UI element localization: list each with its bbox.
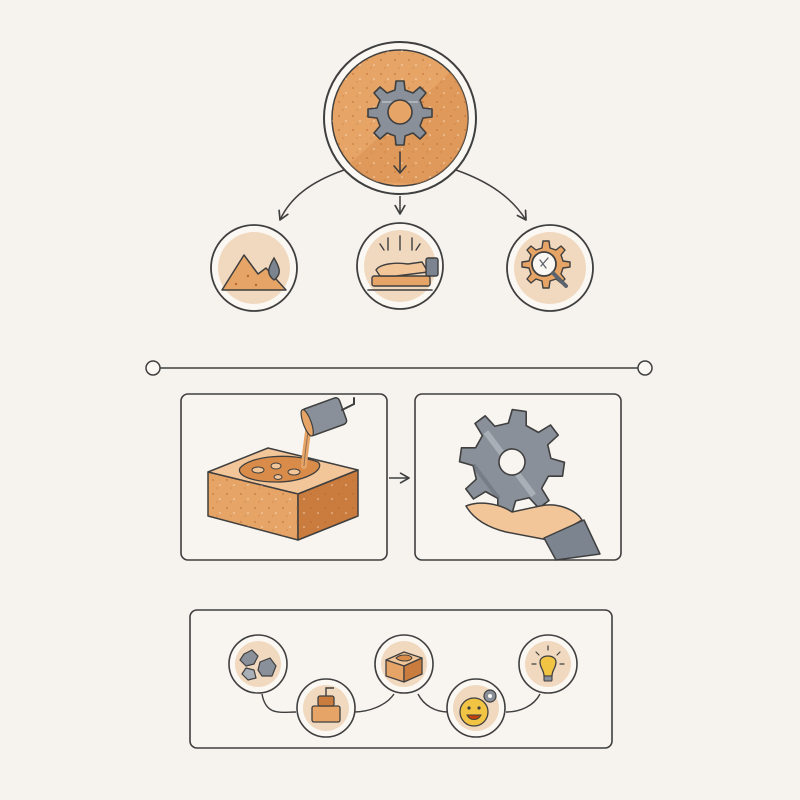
branch-node-inspection [506,224,594,312]
mold-assembly-icon [311,687,341,723]
hub-node [323,41,477,195]
sand-and-water-icon [221,254,287,291]
step-node-4 [446,678,506,738]
casting-panel-pouring [180,393,388,561]
lightbulb-idea-icon [531,645,565,682]
step-node-5 [518,634,578,694]
casting-panel-finished-gear [414,393,622,561]
pouring-metal-into-sand-mold-icon [207,397,359,541]
arrow-to-sand [278,169,345,221]
happy-customer-icon [459,689,497,727]
branch-node-pressing [356,222,444,310]
timeline-divider [145,360,653,376]
hand-pressing-sand-icon [367,235,439,291]
process-steps-panel [189,609,613,749]
branch-node-sand [210,224,298,312]
gear-inspection-icon [521,240,571,289]
step-node-1 [228,634,288,694]
steps-connector [261,693,541,713]
sand-mold-block-icon [385,651,423,683]
arrow-to-inspection [455,169,527,221]
step-node-3 [374,634,434,694]
gear-on-sand-icon [367,80,433,174]
hand-holding-cast-gear-icon [458,408,601,561]
step-node-2 [296,678,356,738]
rough-cast-parts-icon [239,649,277,681]
